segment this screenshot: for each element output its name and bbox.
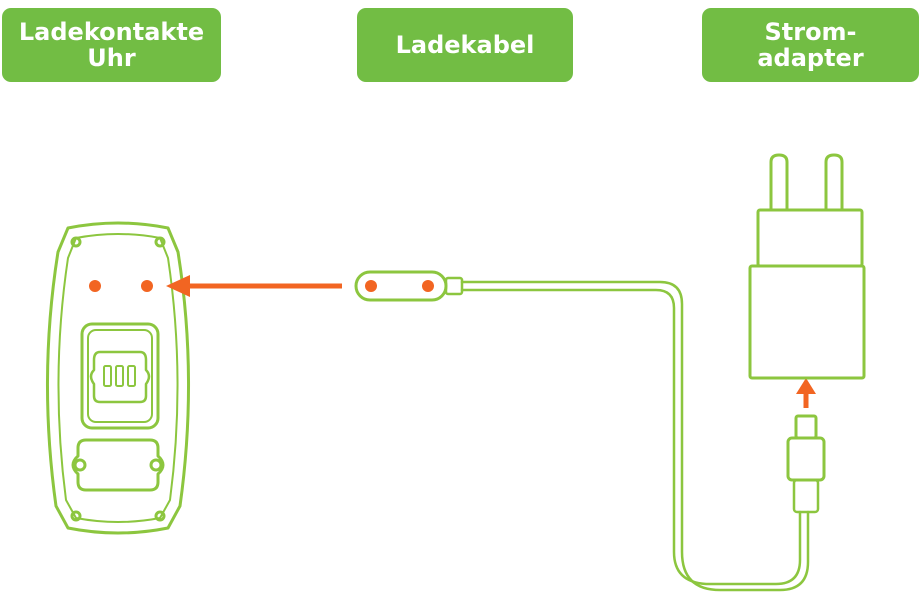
arrow-up-icon (796, 378, 816, 408)
cable-head-icon (354, 270, 464, 302)
label-watch-line1: Ladekontakte (18, 18, 205, 46)
watch-contact-dot (141, 280, 153, 292)
label-charging-cable: Ladekabel (357, 8, 573, 82)
label-adapter-line2: adapter (757, 44, 864, 72)
label-watch-contacts: Ladekontakte Uhr (2, 8, 221, 82)
label-power-adapter: Strom- adapter (702, 8, 919, 82)
watch-contact-dot (89, 280, 101, 292)
usb-plug-icon (786, 414, 826, 514)
watch-back-icon (46, 221, 190, 535)
cable-contact-dot (422, 280, 434, 292)
label-adapter-line1: Strom- (764, 18, 857, 46)
cable-wire-icon (460, 280, 810, 592)
label-watch-line2: Uhr (87, 44, 136, 72)
power-adapter-icon (748, 153, 866, 380)
cable-contact-dot (365, 280, 377, 292)
arrow-left-icon (166, 275, 342, 297)
label-cable-line1: Ladekabel (395, 31, 535, 59)
